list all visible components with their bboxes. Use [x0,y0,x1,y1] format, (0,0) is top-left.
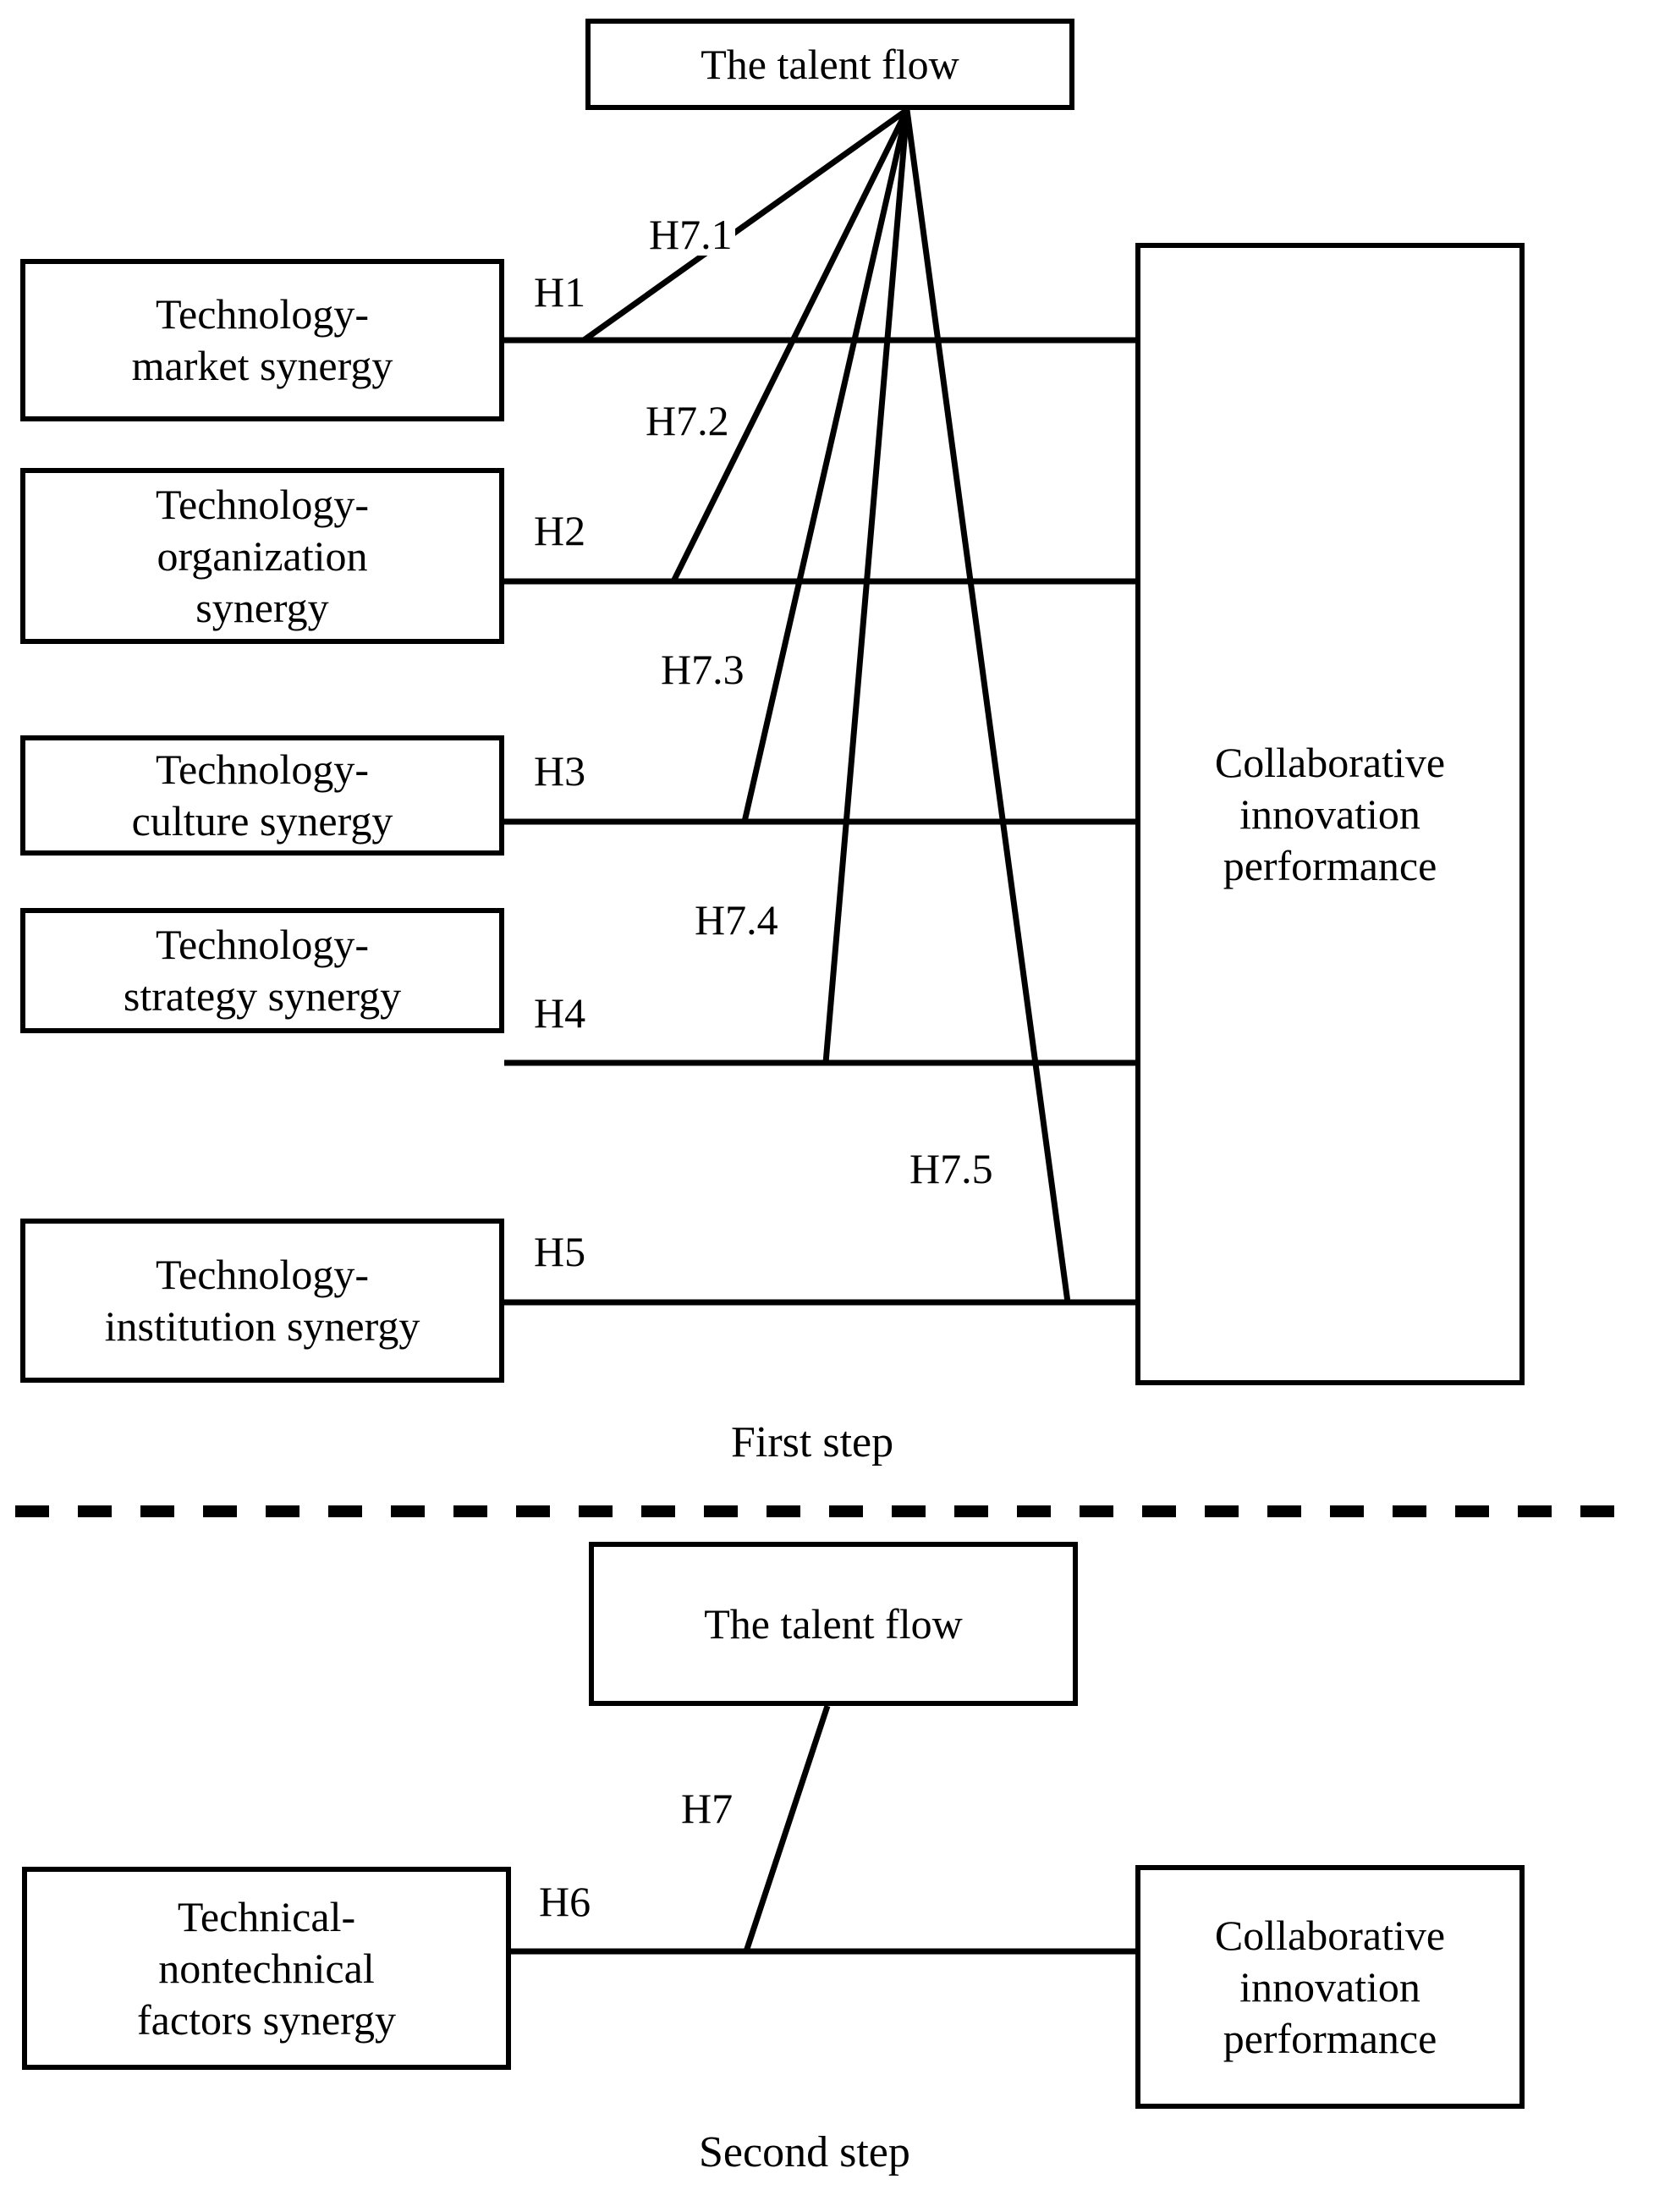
node-technology-market-synergy[interactable]: Technology- market synergy [20,259,504,421]
edge-line-h7-4 [822,109,910,1064]
node-technology-organization-synergy[interactable]: Technology- organization synergy [20,468,504,644]
node-talent-flow-second[interactable]: The talent flow [589,1542,1078,1706]
edge-label-h6: H6 [536,1880,594,1923]
node-technical-nontechnical-factors-synergy[interactable]: Technical- nontechnical factors synergy [22,1867,511,2070]
edge-line-h7 [743,1704,831,1953]
node-technology-institution-synergy[interactable]: Technology- institution synergy [20,1219,504,1383]
edge-line-h7-2 [670,108,910,583]
edge-line-h7-1 [581,107,909,343]
edge-label-h7: H7 [679,1787,736,1830]
edge-label-h7-2: H7.2 [643,399,732,442]
edge-label-h3: H3 [531,750,589,792]
node-technology-strategy-synergy[interactable]: Technology- strategy synergy [20,908,504,1033]
caption-second-step: Second step [699,2128,910,2176]
node-collaborative-innovation-performance-first[interactable]: Collaborative innovation performance [1135,243,1525,1385]
edge-label-h1: H1 [531,271,589,313]
node-technology-culture-synergy[interactable]: Technology- culture synergy [20,735,504,856]
edge-line-h7-5 [904,109,1071,1303]
edge-label-h7-3: H7.3 [658,648,747,691]
node-talent-flow-first[interactable]: The talent flow [585,19,1074,110]
caption-first-step: First step [731,1418,894,1466]
edge-label-h7-5: H7.5 [907,1147,996,1190]
edge-line-h7-3 [741,109,910,823]
edge-label-h5: H5 [531,1230,589,1273]
edge-label-h7-4: H7.4 [692,899,781,941]
edge-label-h7-1: H7.1 [646,213,735,256]
edge-label-h2: H2 [531,509,589,552]
node-collaborative-innovation-performance-second[interactable]: Collaborative innovation performance [1135,1865,1525,2109]
edge-label-h4: H4 [531,992,589,1034]
